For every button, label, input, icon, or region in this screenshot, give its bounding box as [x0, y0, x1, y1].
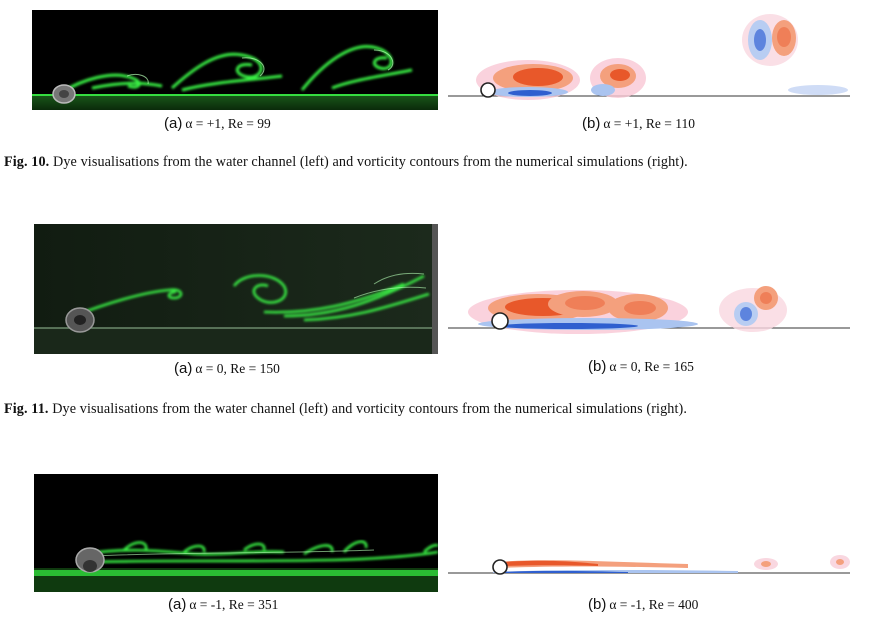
- figure-caption-fig10: Fig. 10. Dye visualisations from the wat…: [4, 154, 688, 171]
- caption-text: Dye visualisations from the water channe…: [53, 154, 688, 170]
- dye-photo-row3: [34, 474, 438, 592]
- vorticity-contours-fig11: [448, 286, 850, 334]
- panel-label-fig10-b: (b)α = +1, Re = 110: [582, 115, 695, 133]
- dye-visualisation-fig10: [32, 45, 438, 110]
- panel-label-row3-a: (a)α = -1, Re = 351: [168, 596, 278, 614]
- panel-tag: (a): [164, 115, 183, 132]
- dye-visualisation-fig11: [34, 224, 438, 354]
- panel-label-fig10-a: (a)α = +1, Re = 99: [164, 115, 271, 133]
- figure-number: Fig. 11.: [4, 401, 49, 417]
- vorticity-contours-fig10: [448, 14, 850, 100]
- figure-number: Fig. 10.: [4, 154, 50, 170]
- panel-parameters: α = +1, Re = 99: [185, 116, 271, 131]
- panel-label-row3-b: (b)α = -1, Re = 400: [588, 596, 698, 614]
- dye-photo-fig11: [34, 224, 438, 354]
- panel-parameters: α = -1, Re = 400: [609, 597, 699, 612]
- panel-label-fig11-b: (b)α = 0, Re = 165: [588, 358, 694, 376]
- vorticity-plot-row3: [448, 544, 850, 580]
- panel-tag: (b): [588, 596, 607, 613]
- panel-parameters: α = 0, Re = 150: [195, 361, 280, 376]
- panel-tag: (b): [588, 358, 607, 375]
- panel-parameters: α = +1, Re = 110: [603, 116, 696, 131]
- panel-parameters: α = 0, Re = 165: [609, 359, 694, 374]
- panel-tag: (b): [582, 115, 601, 132]
- dye-photo-fig10: [32, 10, 438, 110]
- panel-parameters: α = -1, Re = 351: [189, 597, 279, 612]
- panel-tag: (a): [174, 360, 193, 377]
- vorticity-plot-fig10: [448, 10, 850, 102]
- dye-visualisation-row3: [34, 540, 438, 592]
- caption-text: Dye visualisations from the water channe…: [52, 401, 687, 417]
- figure-caption-fig11: Fig. 11. Dye visualisations from the wat…: [4, 401, 687, 418]
- panel-label-fig11-a: (a)α = 0, Re = 150: [174, 360, 280, 378]
- panel-tag: (a): [168, 596, 187, 613]
- vorticity-contours-row3: [448, 555, 850, 575]
- vorticity-plot-fig11: [448, 270, 850, 336]
